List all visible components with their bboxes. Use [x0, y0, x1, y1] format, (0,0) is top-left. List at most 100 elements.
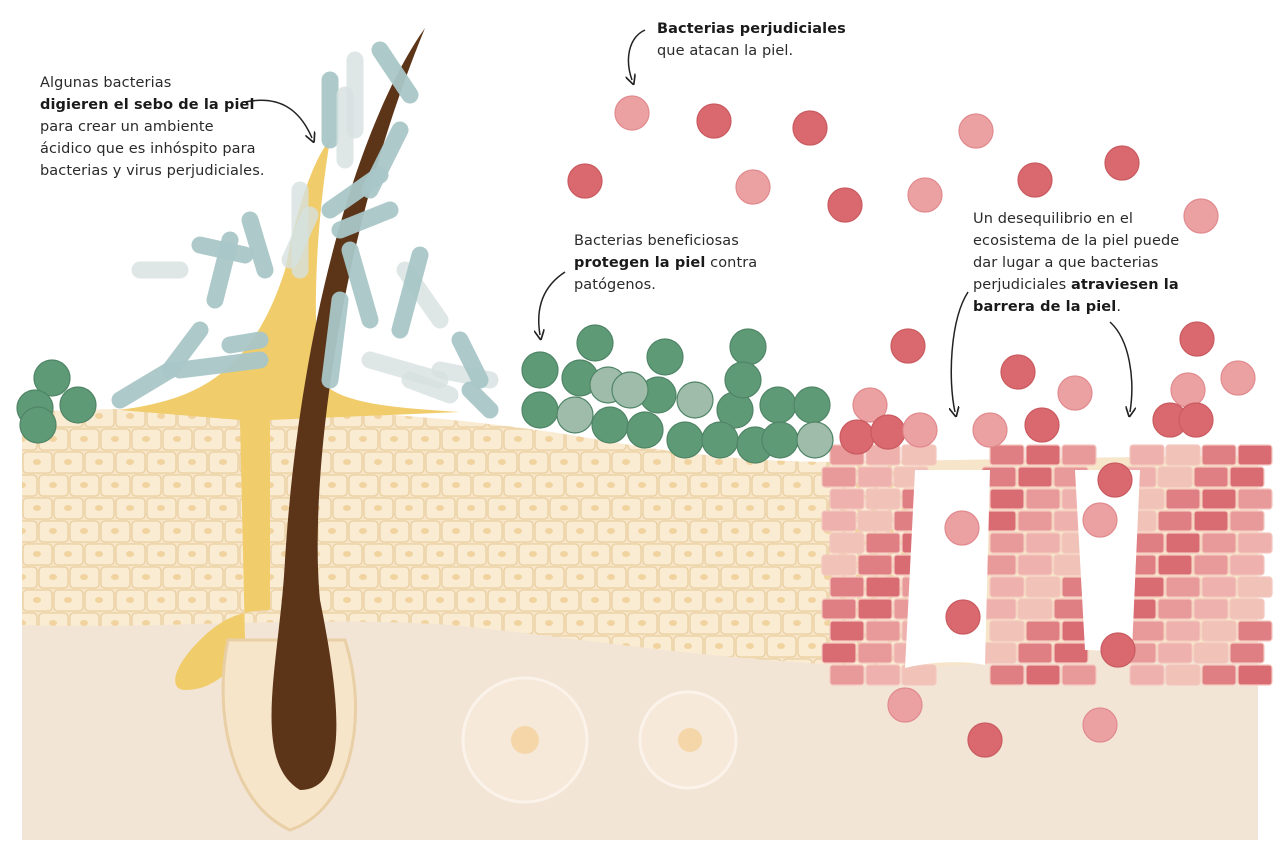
- cell-nucleus: [700, 620, 708, 626]
- cell-nucleus: [126, 551, 134, 557]
- cell-nucleus: [793, 620, 801, 626]
- annotation-bold: barrera de la piel: [973, 299, 1117, 315]
- damaged-skin-cell: [1201, 444, 1237, 466]
- cell-nucleus: [359, 528, 367, 534]
- damaged-skin-cell: [989, 488, 1025, 510]
- cell-nucleus: [576, 574, 584, 580]
- damaged-skin-cell: [1157, 598, 1193, 620]
- cell-nucleus: [22, 620, 26, 626]
- cell-nucleus: [808, 505, 816, 511]
- harmful-bacterium: [972, 412, 1008, 448]
- cell-nucleus: [622, 505, 630, 511]
- cell-nucleus: [173, 528, 181, 534]
- cell-nucleus: [715, 505, 723, 511]
- cell-nucleus: [80, 574, 88, 580]
- cell-nucleus: [219, 597, 227, 603]
- cell-nucleus: [653, 551, 661, 557]
- beneficial-bacterium: [646, 338, 684, 376]
- cell-nucleus: [111, 574, 119, 580]
- cell-nucleus: [22, 482, 26, 488]
- damaged-skin-cell: [1229, 598, 1265, 620]
- beneficial-bacterium: [521, 351, 559, 389]
- damaged-skin-cell: [901, 664, 937, 686]
- cell-nucleus: [173, 436, 181, 442]
- cell-nucleus: [545, 528, 553, 534]
- damaged-skin-cell: [1229, 554, 1265, 576]
- damaged-skin-cell: [857, 598, 893, 620]
- beneficial-bacterium: [576, 324, 614, 362]
- damaged-skin-cell: [857, 510, 893, 532]
- rod-bacterium: [221, 331, 269, 354]
- cell-nucleus: [64, 459, 72, 465]
- beneficial-bacterium: [666, 421, 704, 459]
- cell-nucleus: [669, 528, 677, 534]
- cell-nucleus: [777, 597, 785, 603]
- cell-nucleus: [22, 574, 26, 580]
- damaged-skin-cell: [1025, 488, 1061, 510]
- cell-nucleus: [33, 505, 41, 511]
- beneficial-bacterium: [59, 386, 97, 424]
- damaged-skin-cell: [829, 664, 865, 686]
- cell-nucleus: [328, 528, 336, 534]
- cell-nucleus: [126, 413, 134, 419]
- rod-bacterium: [361, 351, 449, 389]
- damaged-skin-cell: [1193, 642, 1229, 664]
- cell-nucleus: [669, 574, 677, 580]
- cell-nucleus: [777, 643, 785, 649]
- cell-nucleus: [142, 482, 150, 488]
- damaged-skin-cell: [1229, 642, 1265, 664]
- arrow-sebum: [244, 99, 312, 138]
- cell-nucleus: [188, 597, 196, 603]
- cell-nucleus: [343, 551, 351, 557]
- annotation-text: perjudiciales: [973, 277, 1071, 293]
- annotation-bold: Bacterias perjudiciales: [657, 21, 846, 37]
- arrow-beneficial: [539, 271, 566, 335]
- cell-nucleus: [653, 643, 661, 649]
- damaged-skin-cell: [857, 466, 893, 488]
- damaged-skin-cell: [865, 576, 901, 598]
- harmful-bacterium: [944, 510, 980, 546]
- cell-nucleus: [235, 574, 243, 580]
- cell-nucleus: [219, 459, 227, 465]
- cell-nucleus: [374, 505, 382, 511]
- beneficial-bacterium: [676, 381, 714, 419]
- commensal-rod-bacteria: [111, 41, 499, 419]
- damaged-skin-cell: [1165, 664, 1201, 686]
- annotation-bold: atraviesen la: [1070, 277, 1179, 293]
- cell-nucleus: [204, 528, 212, 534]
- damaged-skin-cell: [989, 664, 1025, 686]
- annotation-bold: protegen la piel: [574, 255, 706, 271]
- cell-nucleus: [731, 574, 739, 580]
- damaged-skin-cell: [1129, 620, 1165, 642]
- rod-bacterium: [171, 351, 269, 379]
- rod-bacterium: [321, 166, 389, 219]
- damaged-skin-cell: [1017, 598, 1053, 620]
- cell-nucleus: [684, 459, 692, 465]
- damaged-skin-cell: [857, 554, 893, 576]
- cell-nucleus: [436, 413, 444, 419]
- cell-nucleus: [483, 528, 491, 534]
- cell-nucleus: [157, 505, 165, 511]
- damaged-skin-cell: [1017, 554, 1053, 576]
- cell-nucleus: [80, 482, 88, 488]
- cell-nucleus: [64, 597, 72, 603]
- damaged-skin-cell: [1237, 664, 1273, 686]
- annotation-text: bacterias y virus perjudiciales.: [40, 163, 265, 179]
- damaged-skin-cell: [1157, 554, 1193, 576]
- cell-nucleus: [762, 574, 770, 580]
- damaged-skin-cell: [1237, 444, 1273, 466]
- rod-bacterium: [321, 291, 349, 389]
- damaged-skin-cell: [989, 576, 1025, 598]
- damaged-skin-cell: [1229, 510, 1265, 532]
- beneficial-bacterium: [793, 386, 831, 424]
- beneficial-bacteria: [16, 324, 834, 464]
- cell-nucleus: [95, 597, 103, 603]
- cell-nucleus: [700, 482, 708, 488]
- damaged-skin-cell: [1165, 444, 1201, 466]
- cell-nucleus: [235, 482, 243, 488]
- cell-nucleus: [498, 459, 506, 465]
- cell-nucleus: [436, 459, 444, 465]
- cell-nucleus: [529, 597, 537, 603]
- beneficial-bacterium: [33, 359, 71, 397]
- cell-nucleus: [514, 482, 522, 488]
